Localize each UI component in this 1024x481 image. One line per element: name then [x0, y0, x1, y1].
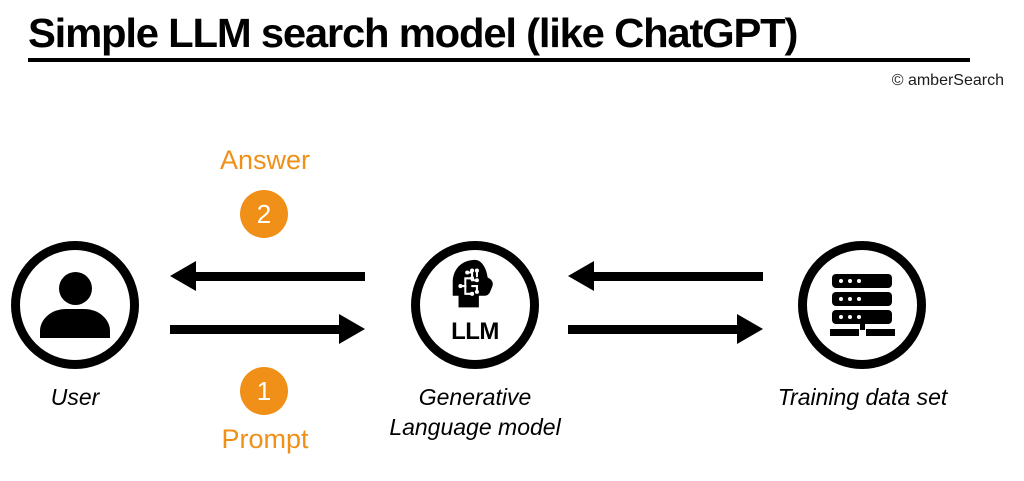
node-training-data-label: Training data set: [777, 384, 948, 410]
node-user-label: User: [50, 384, 100, 410]
arrow-head-left-icon: [568, 261, 594, 291]
head-profile-circuit-icon: [452, 259, 493, 308]
server-rack-row: [832, 292, 892, 306]
server-stack-circle-icon: [798, 241, 926, 369]
brain-head-circle-icon: LLM: [411, 257, 539, 344]
server-rack-row: [832, 274, 892, 288]
arrow-shaft: [568, 325, 739, 334]
user-circle-icon: [11, 241, 139, 369]
arrow-answer-llm-to-user: [170, 261, 365, 291]
arrow-training-data-to-llm: [568, 261, 763, 291]
arrow-prompt-user-to-llm: [170, 314, 365, 344]
title-underline: [28, 58, 970, 62]
server-connector-stem: [860, 322, 865, 330]
node-user[interactable]: [11, 241, 139, 369]
user-circle-ring: [11, 241, 139, 369]
server-rack-row: [832, 310, 892, 324]
arrow-llm-to-training-data: [568, 314, 763, 344]
person-silhouette-icon: [40, 272, 110, 338]
arrow-head-right-icon: [737, 314, 763, 344]
copyright-notice: © amberSearch: [891, 72, 1004, 89]
page-title: Simple LLM search model (like ChatGPT): [28, 10, 798, 56]
person-body-shape: [40, 309, 110, 338]
step-badge-1: 1: [240, 367, 288, 415]
llm-abbreviation-label: LLM: [451, 318, 499, 345]
server-base-right: [866, 329, 895, 336]
step-label-prompt: Prompt: [221, 424, 309, 454]
node-training-data[interactable]: [798, 241, 926, 369]
arrow-head-left-icon: [170, 261, 196, 291]
node-llm-label: Generative Language model: [389, 384, 561, 440]
server-base-left: [830, 329, 859, 336]
arrow-shaft: [194, 272, 365, 281]
step-label-answer: Answer: [219, 145, 311, 175]
arrow-shaft: [592, 272, 763, 281]
server-stack-icon: [828, 274, 896, 336]
node-llm[interactable]: LLM: [411, 241, 539, 369]
arrow-shaft: [170, 325, 341, 334]
arrow-head-right-icon: [339, 314, 365, 344]
person-head-shape: [59, 272, 92, 305]
step-badge-2: 2: [240, 190, 288, 238]
